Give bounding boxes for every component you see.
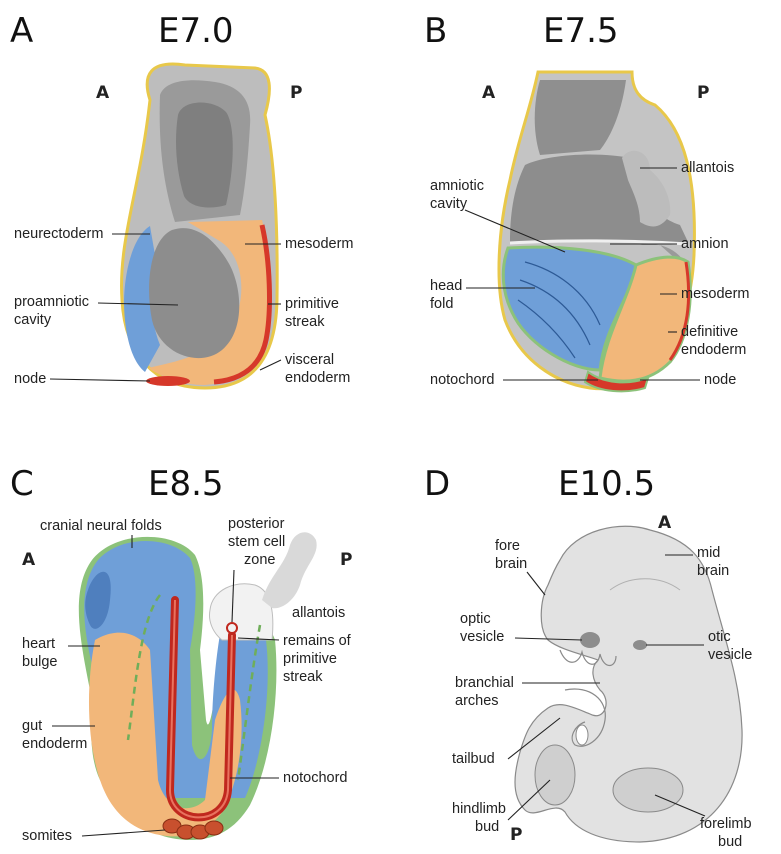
label-cranial: cranial neural folds (40, 518, 162, 534)
panel-d-anterior: A (658, 513, 672, 533)
label-allantois-c: allantois (292, 605, 345, 621)
posterior-stem-zone-c (210, 584, 273, 640)
label-primitive-1: primitive (285, 296, 339, 312)
panel-a: A E7.0 A P neurectoderm mesoderm proamni… (10, 11, 354, 388)
panel-b: B E7.5 A P allantois amniotic cavity amn… (424, 11, 750, 391)
tail-gap-d (576, 725, 588, 745)
label-heart-2: bulge (22, 654, 57, 670)
label-gut-1: gut (22, 718, 42, 734)
label-head-1: head (430, 278, 462, 294)
panel-c-anterior: A (22, 550, 36, 570)
label-visceral-2: endoderm (285, 370, 350, 386)
label-notochord-b: notochord (430, 372, 495, 388)
label-heart-1: heart (22, 636, 55, 652)
label-somites: somites (22, 828, 72, 844)
label-proamniotic-1: proamniotic (14, 294, 89, 310)
label-otic-2: vesicle (708, 647, 752, 663)
label-neurectoderm: neurectoderm (14, 226, 103, 242)
label-definitive-2: endoderm (681, 342, 746, 358)
label-branchial-2: arches (455, 693, 499, 709)
label-branchial-1: branchial (455, 675, 514, 691)
label-node-a: node (14, 371, 46, 387)
optic-vesicle-d (580, 632, 600, 648)
label-amnion: amnion (681, 236, 729, 252)
label-mesoderm-a: mesoderm (285, 236, 354, 252)
label-otic-1: otic (708, 629, 731, 645)
label-mid-1: mid (697, 545, 720, 561)
label-forelimb-1: forelimb (700, 816, 752, 832)
label-definitive-1: definitive (681, 324, 738, 340)
label-node-b: node (704, 372, 736, 388)
panel-a-anterior: A (96, 83, 110, 103)
panel-d-posterior: P (510, 825, 522, 845)
label-mid-2: brain (697, 563, 729, 579)
label-fore-1: fore (495, 538, 520, 554)
panel-d: D E10.5 A P fore brain mid brain optic v… (424, 464, 752, 850)
label-amniotic-2: cavity (430, 196, 468, 212)
panel-d-letter: D (424, 464, 450, 504)
primitive-streak-remains-c (227, 623, 237, 633)
panel-a-stage: E7.0 (158, 11, 234, 51)
label-gut-2: endoderm (22, 736, 87, 752)
label-primitive-2: streak (285, 314, 325, 330)
label-remains-2: primitive (283, 651, 337, 667)
label-allantois-b: allantois (681, 160, 734, 176)
node-a (146, 376, 190, 386)
label-fore-2: brain (495, 556, 527, 572)
label-visceral-1: visceral (285, 352, 334, 368)
otic-vesicle-d (633, 640, 647, 650)
label-optic-2: vesicle (460, 629, 504, 645)
label-optic-1: optic (460, 611, 491, 627)
label-amniotic-1: amniotic (430, 178, 484, 194)
label-mesoderm-b: mesoderm (681, 286, 750, 302)
panel-c-letter: C (10, 464, 34, 504)
hindlimb-bud-d (535, 745, 575, 805)
panel-b-anterior: A (482, 83, 496, 103)
label-posterior-1: posterior (228, 516, 285, 532)
label-posterior-3: zone (244, 552, 275, 568)
panel-c-posterior: P (340, 550, 352, 570)
label-hindlimb-2: bud (475, 819, 499, 835)
panel-c-stage: E8.5 (148, 464, 224, 504)
label-forelimb-2: bud (718, 834, 742, 850)
forelimb-bud-d (613, 768, 683, 812)
label-proamniotic-2: cavity (14, 312, 52, 328)
panel-a-posterior: P (290, 83, 302, 103)
panel-b-letter: B (424, 11, 447, 51)
label-head-2: fold (430, 296, 453, 312)
panel-b-stage: E7.5 (543, 11, 619, 51)
panel-a-letter: A (10, 11, 33, 51)
label-tailbud: tailbud (452, 751, 495, 767)
label-notochord-c: notochord (283, 770, 348, 786)
label-remains-1: remains of (283, 633, 352, 649)
ectoplacental-cavity-a (176, 103, 233, 208)
label-posterior-2: stem cell (228, 534, 285, 550)
panel-c: C E8.5 A P cranial neural folds pos (10, 464, 352, 844)
label-remains-3: streak (283, 669, 323, 685)
panel-d-stage: E10.5 (558, 464, 655, 504)
label-hindlimb-1: hindlimb (452, 801, 506, 817)
panel-b-posterior: P (697, 83, 709, 103)
